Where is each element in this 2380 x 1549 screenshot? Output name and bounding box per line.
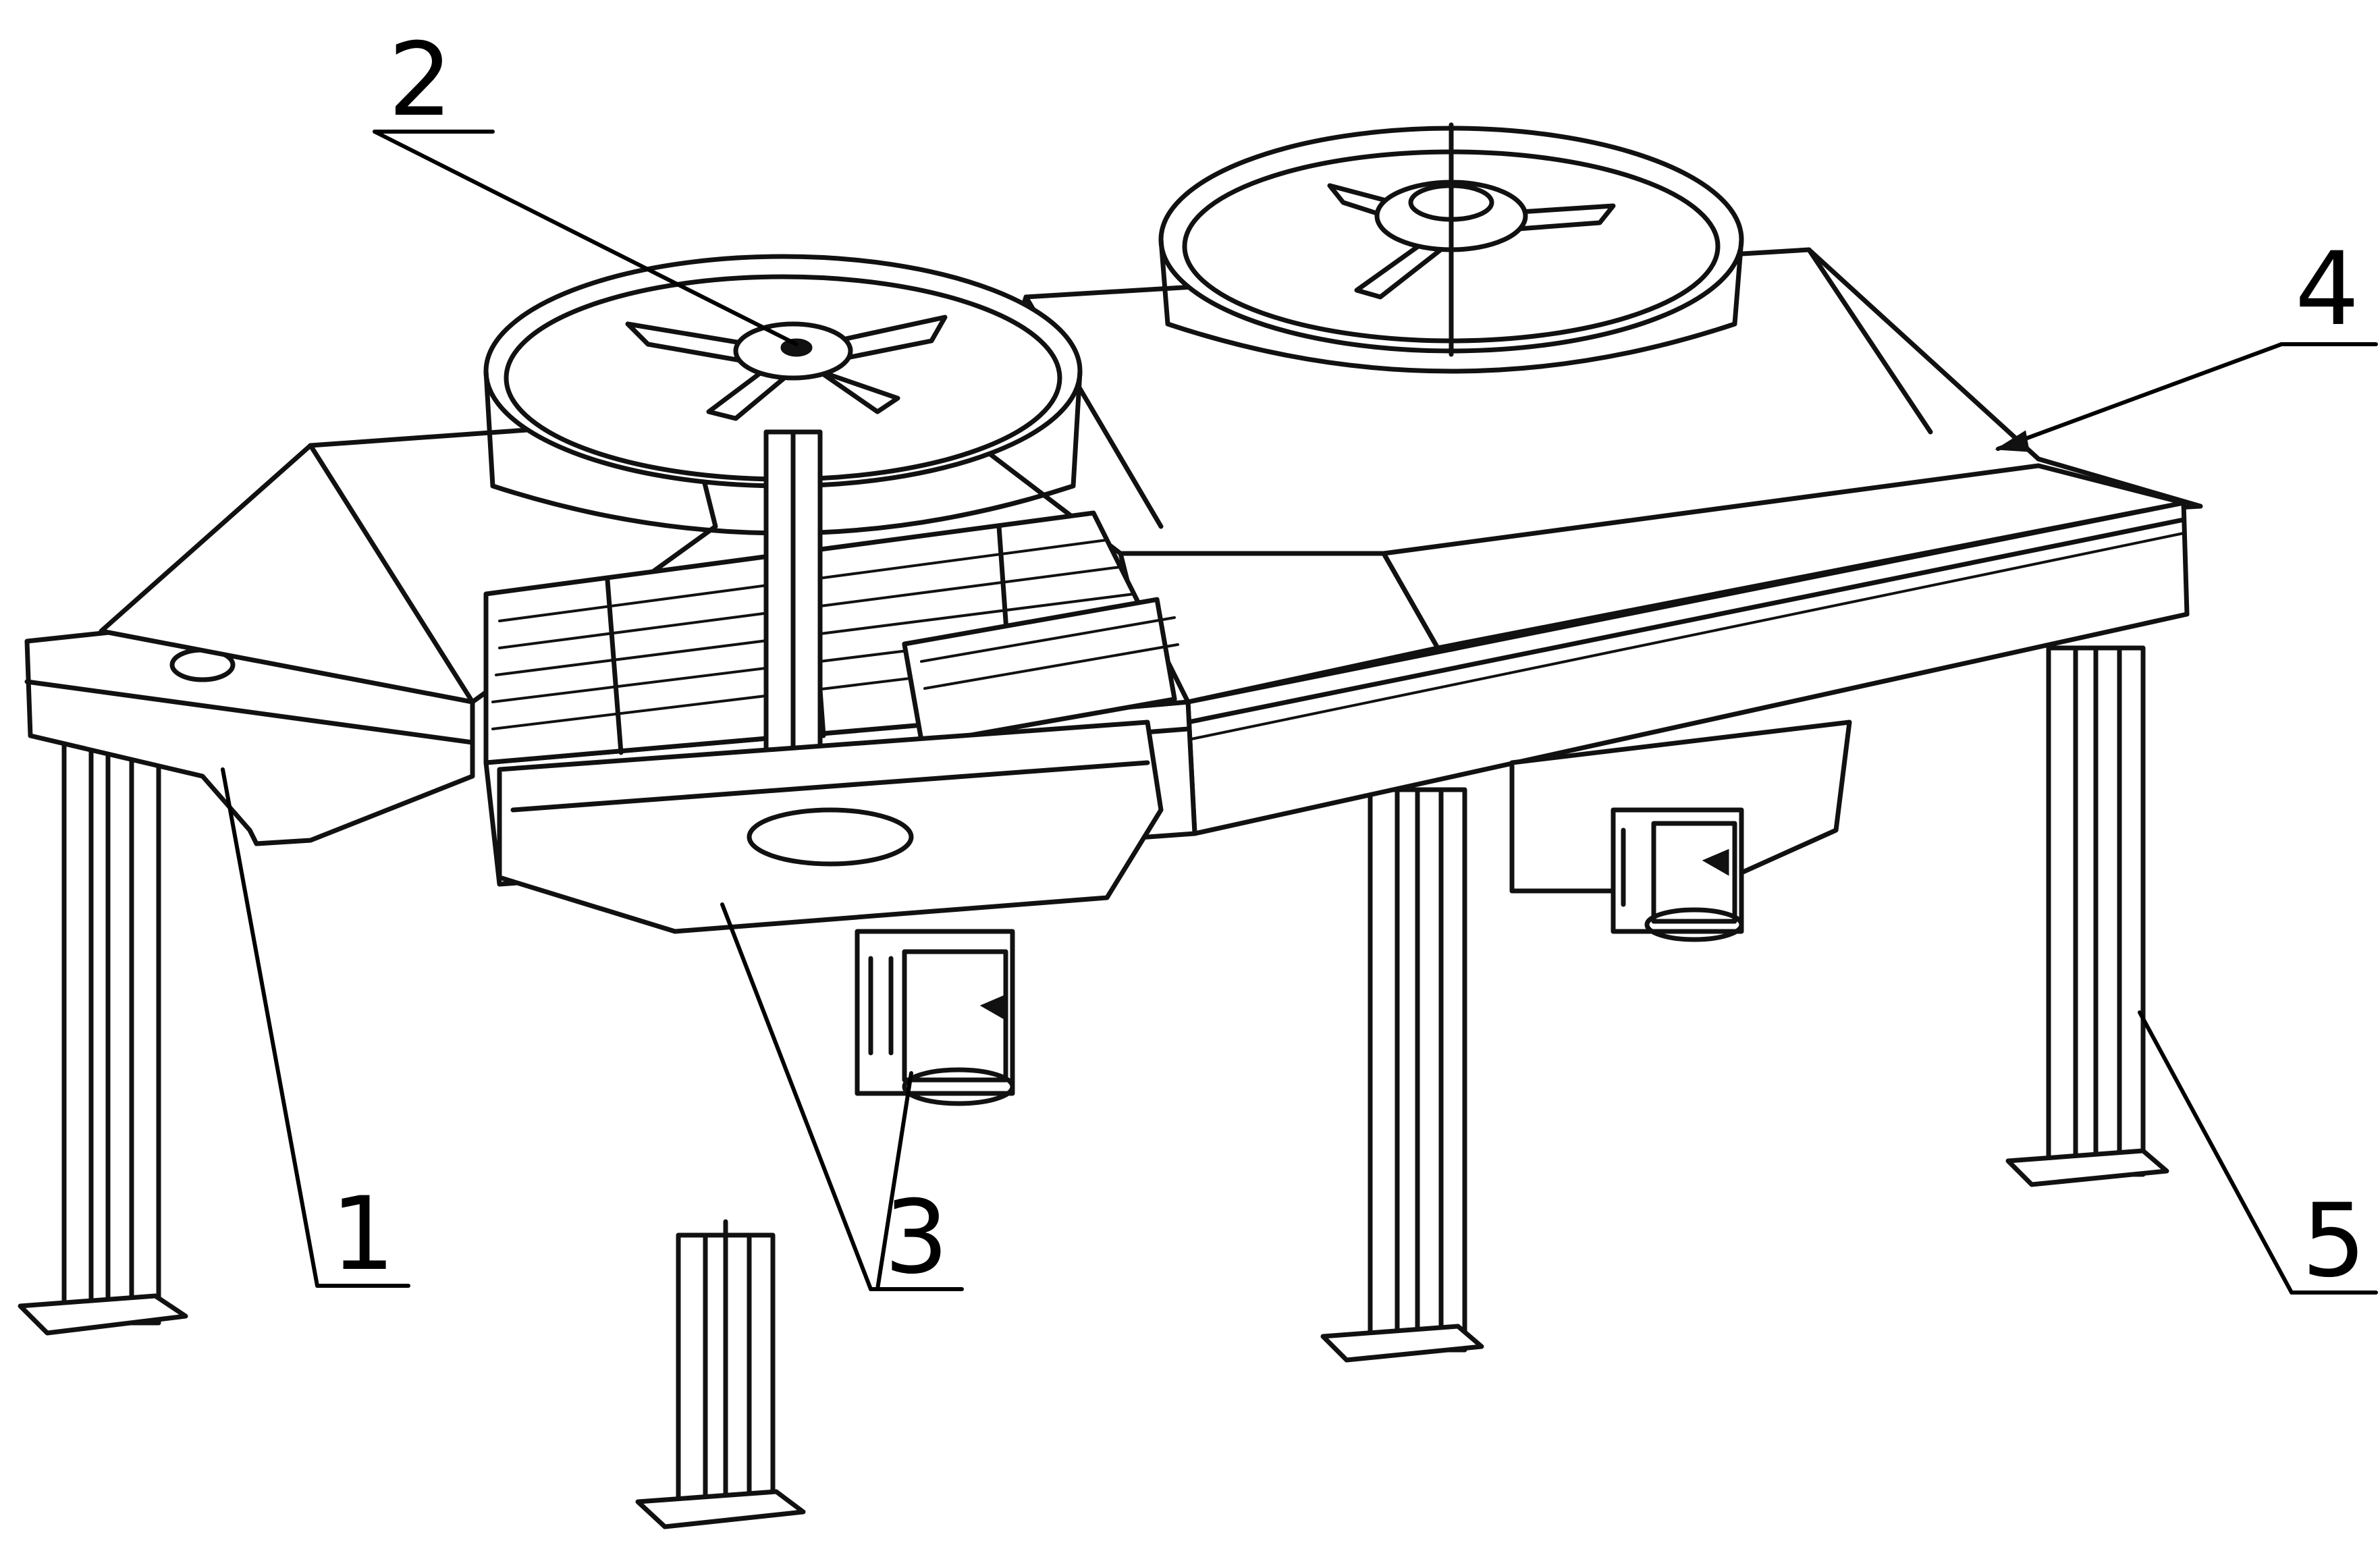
callout-1-leader bbox=[221, 767, 319, 1288]
support-leg-loose bbox=[635, 1219, 806, 1529]
callout-5-label: 5 bbox=[2302, 1183, 2366, 1300]
callout-1: 1 bbox=[221, 767, 410, 1293]
callout-2: 2 bbox=[373, 22, 799, 346]
callout-1-label: 1 bbox=[331, 1176, 395, 1293]
callout-3: 3 bbox=[720, 902, 964, 1297]
callout-3-leader-left bbox=[720, 902, 873, 1291]
support-leg-front-left bbox=[18, 726, 188, 1336]
callout-5: 5 bbox=[2138, 1010, 2378, 1300]
callout-4: 4 bbox=[1995, 231, 2378, 452]
drive-unit-right bbox=[1509, 719, 1852, 942]
fan-right bbox=[1158, 122, 1744, 374]
callout-4-leader bbox=[1996, 342, 2283, 451]
drive-unit-center bbox=[497, 719, 1164, 1106]
callout-4-label: 4 bbox=[2295, 231, 2359, 348]
support-leg-center-front bbox=[1320, 787, 1484, 1363]
callout-2-label: 2 bbox=[388, 22, 452, 139]
heat-exchanger-grating bbox=[483, 510, 1191, 765]
callout-3-leader-right bbox=[875, 1071, 913, 1291]
support-leg-right bbox=[2005, 645, 2169, 1187]
fan-left bbox=[483, 254, 1083, 786]
callout-2-leader bbox=[373, 130, 799, 346]
callout-3-label: 3 bbox=[884, 1179, 948, 1297]
callout-5-leader bbox=[2138, 1010, 2294, 1295]
